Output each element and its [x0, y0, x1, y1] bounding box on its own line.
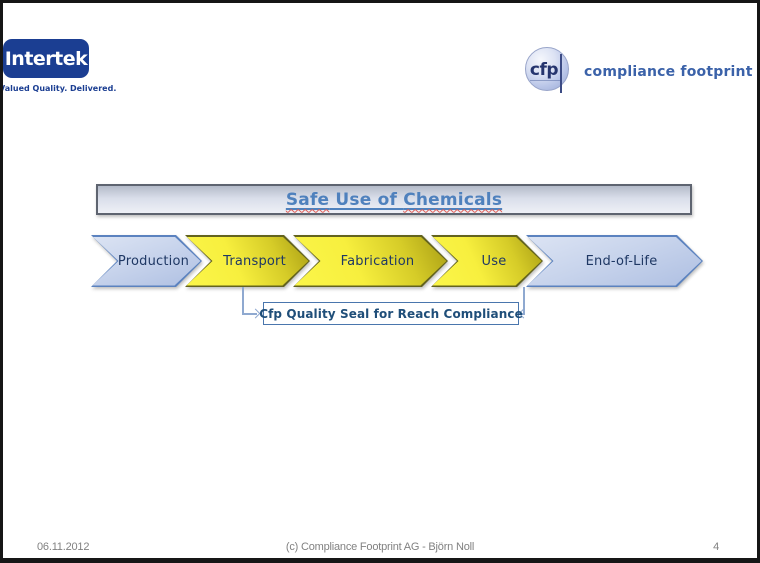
title-word-safe: Safe	[285, 189, 330, 210]
footer-copyright: (c) Compliance Footprint AG - Björn Noll	[285, 541, 475, 553]
chevron-label: Use	[481, 253, 507, 269]
connector-right-vertical	[523, 287, 525, 314]
chevron-end-of-life: End-of-Life	[526, 235, 703, 287]
intertek-tagline: Valued Quality. Delivered.	[3, 84, 117, 93]
cfp-company-name: compliance footprint ag	[584, 64, 757, 80]
cfp-logo-horizontal-line	[530, 80, 560, 81]
connector-left-horizontal	[242, 313, 257, 315]
cfp-logo-text: cfp	[529, 60, 559, 80]
chevron-label: Production	[117, 253, 190, 269]
quality-seal-label: Cfp Quality Seal for Reach Compliance	[259, 306, 523, 321]
connector-right-horizontal	[519, 313, 525, 315]
intertek-logo-text: Intertek	[4, 47, 88, 70]
slide-title: Safe Use of Chemicals	[286, 190, 502, 210]
footer-page-number: 4	[713, 541, 719, 553]
chevron-transport: Transport	[185, 235, 310, 287]
title-word-middle: Use of	[329, 189, 404, 210]
title-word-chemicals: Chemicals	[403, 189, 503, 210]
chevron-label: End-of-Life	[585, 253, 658, 269]
footer-date: 06.11.2012	[37, 541, 90, 553]
slide-title-banner: Safe Use of Chemicals	[96, 184, 692, 215]
connector-left-vertical	[242, 287, 244, 314]
chevron-label: Fabrication	[340, 253, 415, 269]
chevron-label: Transport	[223, 253, 286, 269]
chevron-fabrication: Fabrication	[293, 235, 448, 287]
intertek-logo: Intertek	[3, 39, 89, 78]
chevron-use: Use	[431, 235, 543, 287]
presentation-slide: Intertek Valued Quality. Delivered. cfp …	[3, 3, 757, 558]
chevron-production: Production	[91, 235, 202, 287]
chevron-fill	[528, 237, 702, 286]
quality-seal-callout: Cfp Quality Seal for Reach Compliance	[259, 302, 523, 325]
cfp-logo-sphere-icon: cfp	[525, 47, 569, 91]
cfp-logo-vertical-line	[560, 54, 562, 93]
